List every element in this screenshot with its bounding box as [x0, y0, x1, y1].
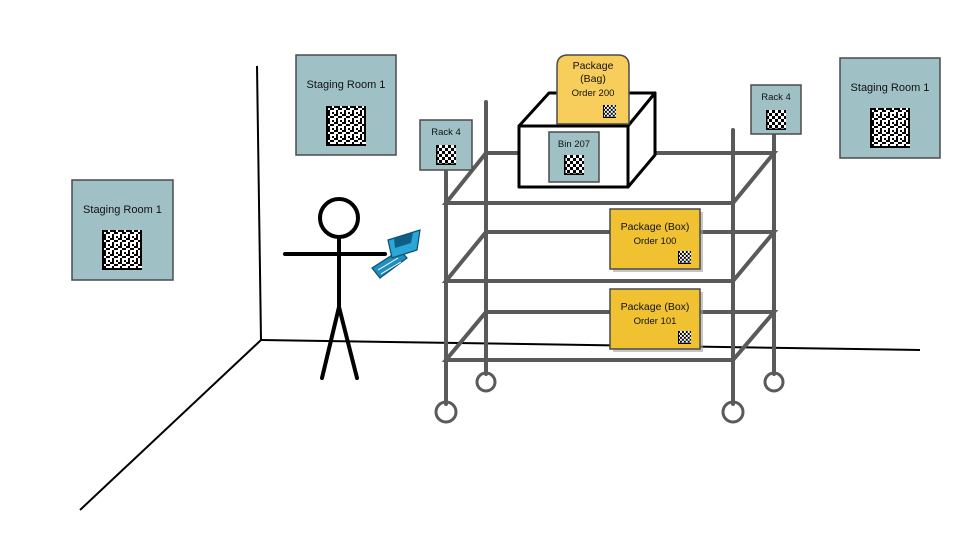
staging-room-sign-left: Staging Room 1 [71, 179, 174, 281]
room-lines [79, 65, 921, 511]
datamatrix-code-icon [102, 230, 142, 270]
bag-order-label: Order 200 [572, 88, 615, 99]
package-box-order-101: Package (Box) Order 101 [609, 288, 703, 352]
bin-label-text: Bin 207 [558, 139, 590, 150]
staging-room-label: Staging Room 1 [851, 82, 930, 94]
staging-room-sign-right: Staging Room 1 [839, 57, 941, 159]
package-bag: Package (Bag) Order 200 [556, 54, 630, 125]
datamatrix-code-icon [678, 331, 691, 344]
datamatrix-code-icon [564, 155, 584, 175]
barcode-scanner-icon [371, 229, 421, 279]
rack-sign-right: Rack 4 [750, 84, 802, 135]
rack-label: Rack 4 [761, 92, 791, 103]
rack-sign-left: Rack 4 [419, 119, 473, 190]
box-order-label: Order 101 [634, 316, 677, 327]
staging-room-label: Staging Room 1 [307, 79, 386, 91]
staging-room-label: Staging Room 1 [83, 204, 162, 216]
stick-figure-icon [283, 197, 387, 380]
rack-label: Rack 4 [431, 127, 461, 138]
bag-label-line2: (Bag) [580, 73, 606, 85]
datamatrix-code-icon [436, 145, 456, 165]
bin-label: Bin 207 [548, 131, 600, 183]
box-order-label: Order 100 [634, 236, 677, 247]
box-label: Package (Box) [621, 221, 690, 233]
bag-label-line1: Package [573, 60, 614, 72]
box-label: Package (Box) [621, 301, 690, 313]
datamatrix-code-icon [678, 251, 691, 264]
datamatrix-code-icon [870, 108, 910, 148]
datamatrix-code-icon [603, 105, 616, 119]
datamatrix-code-icon [766, 110, 786, 130]
datamatrix-code-icon [326, 106, 366, 146]
staging-room-sign-middle: Staging Room 1 [295, 54, 397, 156]
package-box-order-100: Package (Box) Order 100 [609, 208, 703, 272]
